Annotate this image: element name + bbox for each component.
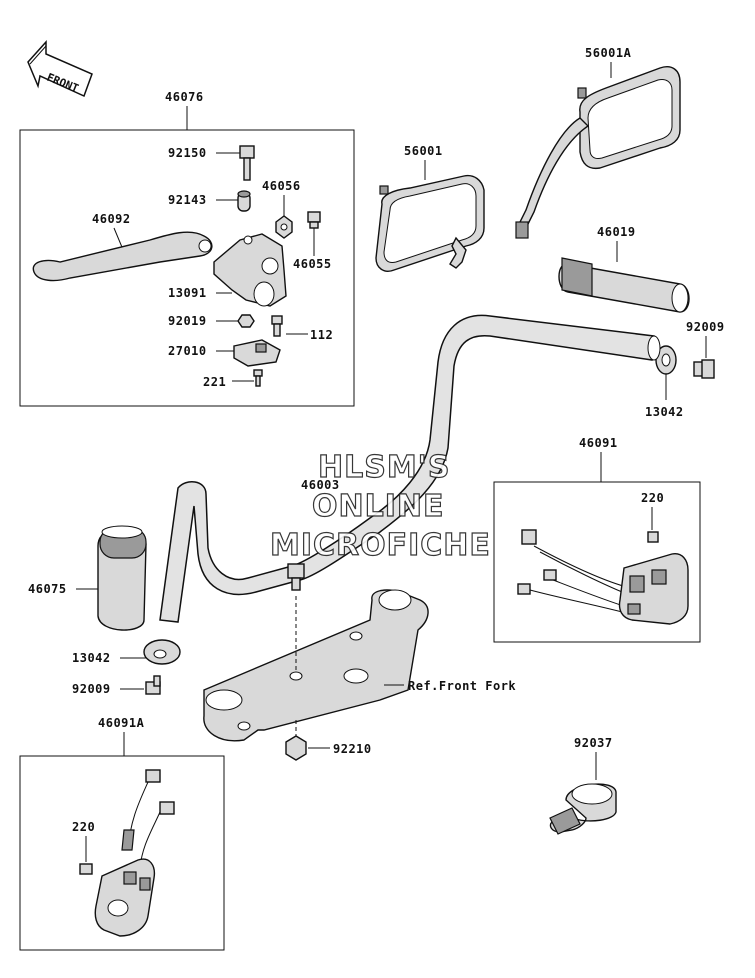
front-arrow-icon: FRONT — [27, 40, 93, 98]
label-46003: 46003 — [301, 478, 340, 492]
label-13042-left: 13042 — [72, 651, 111, 665]
label-46075: 46075 — [28, 582, 67, 596]
label-13042-right: 13042 — [645, 405, 684, 419]
washer-13042-right — [655, 345, 677, 375]
left-switch-46091A — [79, 769, 175, 937]
grip-46075 — [97, 525, 147, 631]
label-220-right: 220 — [641, 491, 664, 505]
screw-221 — [253, 369, 263, 387]
label-92019: 92019 — [168, 314, 207, 328]
handlebar-46003 — [159, 314, 661, 623]
label-220-left: 220 — [72, 820, 95, 834]
watermark-line-2: ONLINE — [312, 489, 445, 524]
collar-92143 — [237, 190, 251, 212]
bolt-92150 — [239, 145, 255, 181]
nut-46056 — [275, 215, 293, 239]
mirror-56001A — [515, 66, 681, 239]
label-46055: 46055 — [293, 257, 332, 271]
fork-bracket — [203, 589, 429, 742]
label-46091: 46091 — [579, 436, 618, 450]
label-112: 112 — [310, 328, 333, 342]
label-92037: 92037 — [574, 736, 613, 750]
label-92009-right: 92009 — [686, 320, 725, 334]
label-13091: 13091 — [168, 286, 207, 300]
label-46092: 46092 — [92, 212, 131, 226]
label-92009-left: 92009 — [72, 682, 111, 696]
holder-13091 — [213, 233, 287, 307]
clamp-92037 — [549, 783, 617, 835]
label-56001A: 56001A — [585, 46, 632, 60]
label-46056: 46056 — [262, 179, 301, 193]
screw-112 — [271, 315, 283, 337]
screw-46055 — [307, 211, 321, 229]
label-46076: 46076 — [165, 90, 204, 104]
nut-92019 — [237, 314, 255, 328]
label-27010: 27010 — [168, 344, 207, 358]
watermark-line-1: HLSM'S — [318, 450, 450, 485]
lever-46092 — [32, 231, 213, 282]
grip-46019 — [558, 257, 690, 313]
label-46019: 46019 — [597, 225, 636, 239]
right-switch-box — [493, 481, 701, 643]
label-92150: 92150 — [168, 146, 207, 160]
label-221: 221 — [203, 375, 226, 389]
switch-27010 — [233, 339, 281, 367]
label-ref-front-fork: Ref.Front Fork — [408, 679, 516, 693]
mirror-56001 — [375, 174, 485, 272]
nut-92210 — [285, 735, 307, 761]
label-46091A: 46091A — [98, 716, 145, 730]
label-92210: 92210 — [333, 742, 372, 756]
washer-13042-left — [143, 639, 181, 665]
watermark-line-3: MICROFICHE — [270, 528, 491, 563]
screw-92009-left — [145, 675, 161, 695]
label-92143: 92143 — [168, 193, 207, 207]
screw-92009-right — [693, 359, 715, 379]
left-switch-box — [19, 755, 225, 951]
bar-clamp-bolt — [287, 563, 305, 591]
right-switch-46091 — [517, 529, 689, 625]
label-56001: 56001 — [404, 144, 443, 158]
